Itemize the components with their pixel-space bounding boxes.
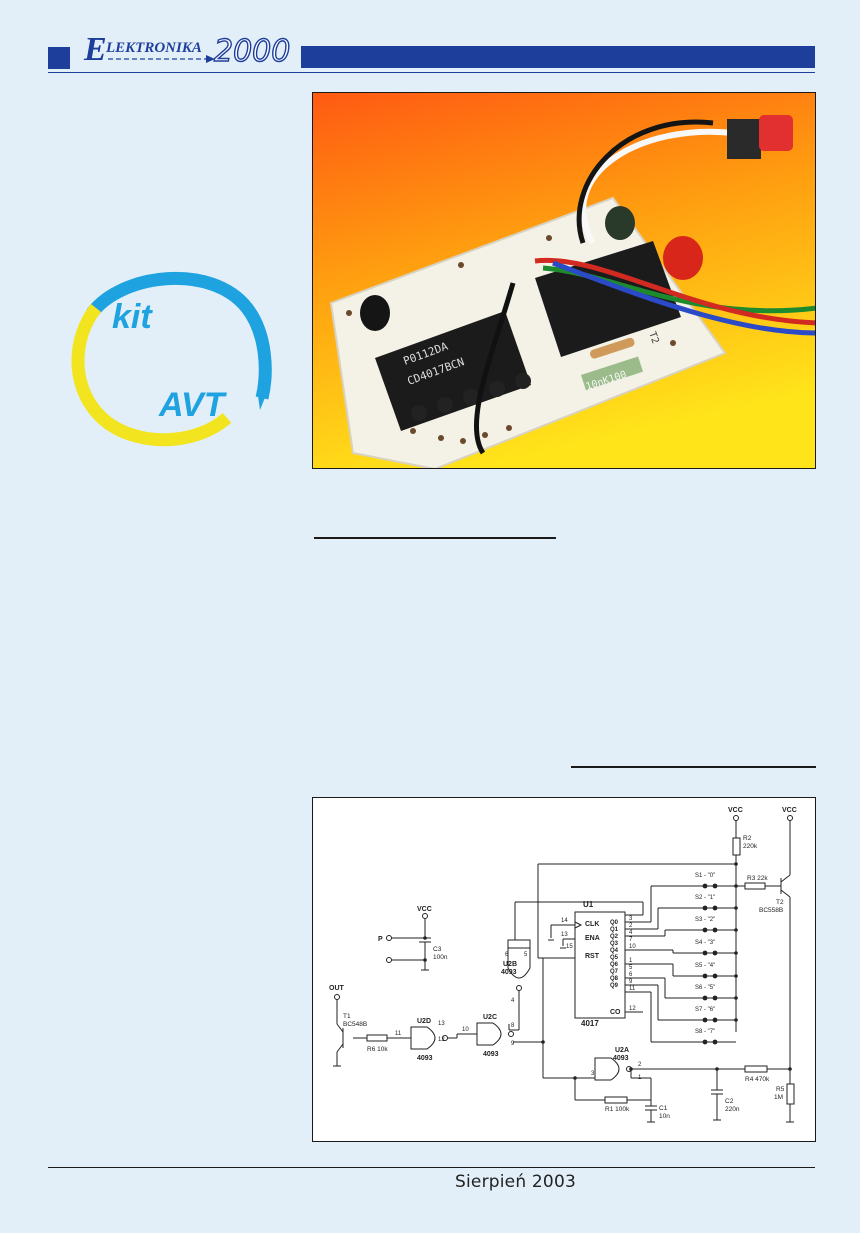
- label-c2: C2: [725, 1098, 734, 1105]
- label-u2c-type: 4093: [483, 1051, 499, 1058]
- board-marking: T2: [646, 330, 660, 345]
- label-r2: R2: [743, 835, 752, 842]
- pin-u2b-4: 4: [511, 998, 515, 1004]
- label-u2c: U2C: [483, 1014, 497, 1021]
- label-co: CO: [610, 1009, 621, 1016]
- label-vcc-1: VCC: [728, 807, 743, 814]
- label-s4: S4 - "3": [695, 940, 715, 946]
- label-u2d: U2D: [417, 1018, 431, 1025]
- label-vcc-3: VCC: [417, 906, 432, 913]
- header-rule: [48, 72, 815, 73]
- label-r2-val: 220k: [743, 843, 758, 850]
- label-t1-type: BC548B: [343, 1021, 367, 1028]
- label-q3: Q3: [610, 941, 619, 947]
- label-r4: R4 470k: [745, 1076, 770, 1083]
- pin-q7: 6: [629, 972, 633, 978]
- pin-u2a-2: 2: [638, 1062, 642, 1068]
- label-q0: Q0: [610, 920, 619, 926]
- label-vcc-2: VCC: [782, 807, 797, 814]
- label-p: P: [378, 936, 383, 943]
- label-r5-val: 1M: [774, 1094, 783, 1101]
- label-s2: S2 - "1": [695, 895, 715, 901]
- label-out: OUT: [329, 985, 345, 992]
- label-4017: 4017: [581, 1019, 599, 1028]
- label-c1-val: 10n: [659, 1113, 670, 1120]
- pin-u2a-3: 3: [591, 1071, 595, 1077]
- pin-q6: 5: [629, 965, 633, 971]
- label-ena: ENA: [585, 935, 600, 942]
- label-u2b-type: 4093: [501, 969, 517, 976]
- magazine-logo: E LEKTRONIKA 2000: [83, 31, 291, 70]
- pin-u2c-10: 10: [462, 1027, 469, 1033]
- label-s3: S3 - "2": [695, 917, 715, 923]
- avt-word: AVT: [158, 386, 228, 424]
- label-s7: S7 - "6": [695, 1007, 715, 1013]
- pin-u2c-8: 8: [511, 1023, 515, 1029]
- logo-word: LEKTRONIKA: [105, 40, 202, 56]
- pin-clk: 14: [561, 918, 568, 924]
- section-rule-top: [314, 537, 556, 539]
- label-t2-type: BC558B: [759, 907, 783, 914]
- pin-15: 15: [566, 944, 573, 950]
- footer-rule: [48, 1167, 815, 1168]
- label-c3-val: 100n: [433, 954, 448, 961]
- label-u2d-type: 4093: [417, 1055, 433, 1062]
- pin-ena: 13: [561, 932, 568, 938]
- label-u1: U1: [583, 900, 594, 909]
- label-q5: Q5: [610, 955, 619, 961]
- header-bar: [301, 46, 815, 68]
- pin-q4: 10: [629, 944, 636, 950]
- pin-u2d-12: 12: [438, 1037, 445, 1043]
- label-u2b: U2B: [503, 961, 517, 968]
- issue-date: Sierpień 2003: [455, 1172, 576, 1192]
- kit-avt-logo: kit AVT: [71, 271, 272, 447]
- label-q8: Q8: [610, 976, 619, 982]
- pin-q8: 9: [629, 979, 633, 985]
- pin-u2b-6: 6: [505, 952, 509, 958]
- label-s8: S8 - "7": [695, 1029, 715, 1035]
- pin-u2b-5: 5: [524, 952, 528, 958]
- label-clk: CLK: [585, 921, 599, 928]
- label-u2a: U2A: [615, 1047, 629, 1054]
- label-r1: R1 100k: [605, 1106, 630, 1113]
- label-c1: C1: [659, 1105, 668, 1112]
- pin-u2c-9: 9: [511, 1041, 515, 1047]
- label-r6: R6 10k: [367, 1046, 388, 1053]
- label-r3: R3 22k: [747, 875, 768, 882]
- label-q7: Q7: [610, 969, 619, 975]
- product-photo: P0112DA CD4017BCN 10nK100 T2: [312, 92, 816, 469]
- header-accent-block: [48, 47, 70, 69]
- logo-year: 2000: [214, 34, 290, 69]
- pin-q0: 3: [629, 916, 633, 922]
- circuit-schematic: VCC VCC VCC P OUT U1 4017 CLK ENA RST CO…: [312, 797, 816, 1142]
- label-c3: C3: [433, 946, 442, 953]
- label-r5: R5: [776, 1086, 785, 1093]
- label-t1: T1: [343, 1013, 351, 1020]
- pin-co: 12: [629, 1006, 636, 1012]
- logo-initial: E: [83, 31, 107, 68]
- label-u2a-type: 4093: [613, 1055, 629, 1062]
- label-q2: Q2: [610, 934, 619, 940]
- pin-u2d-11: 11: [395, 1031, 402, 1037]
- pin-u2a-1: 1: [638, 1075, 642, 1081]
- label-c2-val: 220n: [725, 1106, 740, 1113]
- label-q4: Q4: [610, 948, 619, 954]
- label-s6: S6 - "5": [695, 985, 715, 991]
- pcb-photo-icon: P0112DA CD4017BCN 10nK100 T2: [313, 93, 815, 468]
- label-s1: S1 - "0": [695, 873, 715, 879]
- label-q9: Q9: [610, 983, 619, 989]
- pin-q2: 4: [629, 930, 633, 936]
- label-q6: Q6: [610, 962, 619, 968]
- kit-word: kit: [112, 298, 153, 336]
- pin-q3: 7: [629, 937, 633, 943]
- label-q1: Q1: [610, 927, 619, 933]
- label-t2: T2: [776, 899, 784, 906]
- pin-q9: 11: [629, 986, 636, 992]
- pin-q5: 1: [629, 958, 633, 964]
- pin-u2d-13: 13: [438, 1021, 445, 1027]
- pin-q1: 2: [629, 923, 633, 929]
- section-rule-bottom: [571, 766, 816, 768]
- label-s5: S5 - "4": [695, 963, 715, 969]
- label-rst: RST: [585, 953, 600, 960]
